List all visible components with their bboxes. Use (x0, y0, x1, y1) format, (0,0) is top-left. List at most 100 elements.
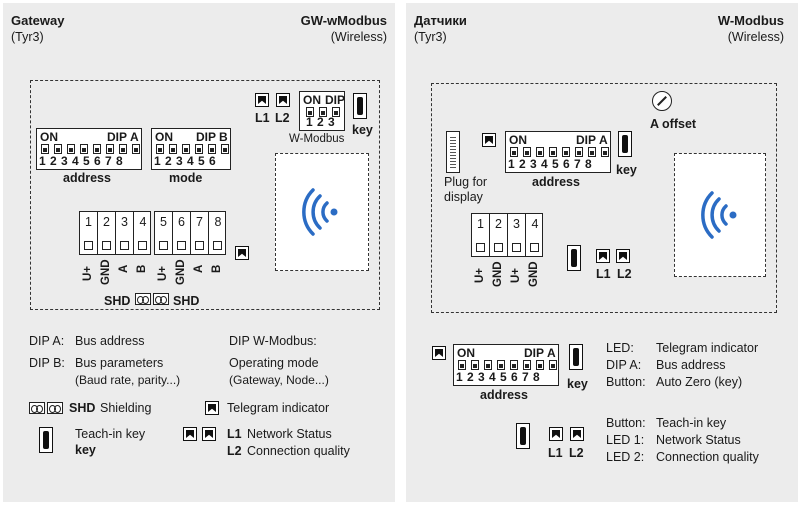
terminal-label: U+ (157, 265, 169, 281)
dip-switch-a[interactable]: ON DIP A 1 2 3 4 5 6 7 8 (36, 128, 142, 170)
terminal-label: A (118, 264, 130, 273)
legend-key: DIP A: (606, 358, 642, 372)
key-label: key (567, 377, 588, 391)
dip-on-label: ON (155, 130, 173, 144)
terminal-block-2: 5 6 7 8 (154, 211, 226, 255)
panel-title-right: GW-wModbus (300, 13, 387, 28)
l1-label: L1 (255, 111, 270, 125)
offset-potentiometer-icon[interactable] (652, 91, 672, 111)
l2-label: L2 (275, 111, 290, 125)
teach-in-key-button[interactable] (567, 245, 581, 271)
key-icon (569, 344, 583, 370)
device-outline (431, 83, 777, 313)
teach-in-key-icon (39, 427, 53, 453)
legend-key: DIP W-Modbus: (229, 334, 317, 348)
dip-numbers: 1 2 3 (306, 115, 336, 129)
legend-value: Network Status (656, 433, 741, 447)
legend-value: Connection quality (247, 444, 350, 458)
legend-value: Bus address (656, 358, 726, 372)
terminal-label: U+ (474, 267, 486, 283)
l2-led-icon (570, 427, 584, 441)
wmodbus-label: W-Modbus (289, 133, 345, 145)
legend-value: Shielding (100, 401, 152, 415)
legend-value: Operating mode (229, 356, 319, 370)
plug-label: Plug for (444, 175, 488, 189)
panel-subtitle: (Tyr3) (414, 30, 447, 44)
dip-switch-wmodbus[interactable]: ON DIP 1 2 3 (299, 91, 345, 131)
offset-label: A offset (650, 117, 697, 131)
legend-key: key (75, 443, 96, 457)
telegram-led-icon (432, 346, 446, 360)
shd-connector-icon (135, 293, 151, 305)
panel-subtitle-right: (Wireless) (330, 30, 387, 44)
legend-key: LED: (606, 341, 634, 355)
shd-connector-icon (29, 402, 45, 414)
dip-on-label: ON (509, 133, 527, 147)
display-plug-icon (446, 131, 460, 173)
l1-led-icon (549, 427, 563, 441)
dip-letter: B (219, 130, 228, 144)
dip-numbers: 1 2 3 4 5 6 7 8 (508, 157, 593, 171)
legend-value: Telegram indicator (227, 401, 330, 415)
legend-key: L2 (227, 444, 242, 458)
mode-label: mode (169, 171, 203, 185)
teach-in-key-button[interactable] (353, 93, 367, 119)
legend-value: Telegram indicator (656, 341, 759, 355)
wireless-module (275, 153, 369, 271)
shd-label: SHD (104, 294, 131, 308)
address-label: address (63, 171, 111, 185)
legend-key: LED 1: (606, 433, 645, 447)
address-label: address (532, 175, 580, 189)
auto-zero-key-button[interactable] (618, 131, 632, 157)
legend-value: (Baud rate, parity...) (75, 373, 181, 387)
panel-title-right: W-Modbus (717, 13, 784, 28)
terminal-block: 1 2 3 4 (471, 213, 543, 257)
legend-key: SHD (69, 401, 96, 415)
panel-subtitle: (Tyr3) (11, 30, 44, 44)
l2-label: L2 (617, 267, 632, 281)
terminal-label: GND (528, 261, 540, 287)
legend-value: Network Status (247, 427, 332, 441)
terminal-label: B (211, 264, 223, 273)
legend-key: LED 2: (606, 450, 645, 464)
dip-letter: A (599, 133, 608, 147)
dip-on-label: ON (303, 93, 321, 107)
legend-key: Button: (606, 416, 646, 430)
legend-value: Teach-in key (656, 416, 727, 430)
shd-label: SHD (173, 294, 200, 308)
telegram-led-icon (235, 246, 249, 260)
l1-led-icon (255, 93, 269, 107)
dip-label: DIP (576, 133, 597, 147)
legend-value: Teach-in key (75, 427, 146, 441)
legend-key: Button: (606, 375, 646, 389)
dip-numbers: 1 2 3 4 5 6 7 8 (39, 154, 124, 168)
plug-label: display (444, 190, 483, 204)
dip-switch-a[interactable]: ON DIP A 1 2 3 4 5 6 7 8 (505, 131, 611, 173)
legend-key: DIP B: (29, 356, 65, 370)
l2-led-icon (616, 249, 630, 263)
telegram-led-icon (205, 401, 219, 415)
legend-value: (Gateway, Node...) (229, 373, 329, 387)
dip-letter: A (130, 130, 139, 144)
telegram-led-icon (482, 133, 496, 147)
wireless-icon (701, 191, 737, 239)
terminal-label: GND (100, 259, 112, 285)
dip-numbers: 1 2 3 4 5 6 (154, 154, 217, 168)
l1-label: L1 (596, 267, 611, 281)
dip-label: DIP (107, 130, 128, 144)
terminal-label: GND (492, 261, 504, 287)
terminal-label: GND (175, 259, 187, 285)
wireless-icon (302, 188, 338, 236)
key-label: key (616, 163, 637, 177)
dip-on-label: ON (40, 130, 58, 144)
legend-value: Bus address (75, 334, 145, 348)
l1-label: L1 (548, 446, 563, 460)
l2-label: L2 (569, 446, 584, 460)
l2-led-icon (276, 93, 290, 107)
shd-connector-icon (47, 402, 63, 414)
legend-value: Auto Zero (key) (656, 375, 743, 389)
dip-switch-b[interactable]: ON DIP B 1 2 3 4 5 6 (151, 128, 231, 170)
terminal-label: U+ (82, 265, 94, 281)
sensor-panel: Датчики (Tyr3) W-Modbus (Wireless) A off… (406, 3, 798, 502)
legend-key: DIP A: (29, 334, 65, 348)
